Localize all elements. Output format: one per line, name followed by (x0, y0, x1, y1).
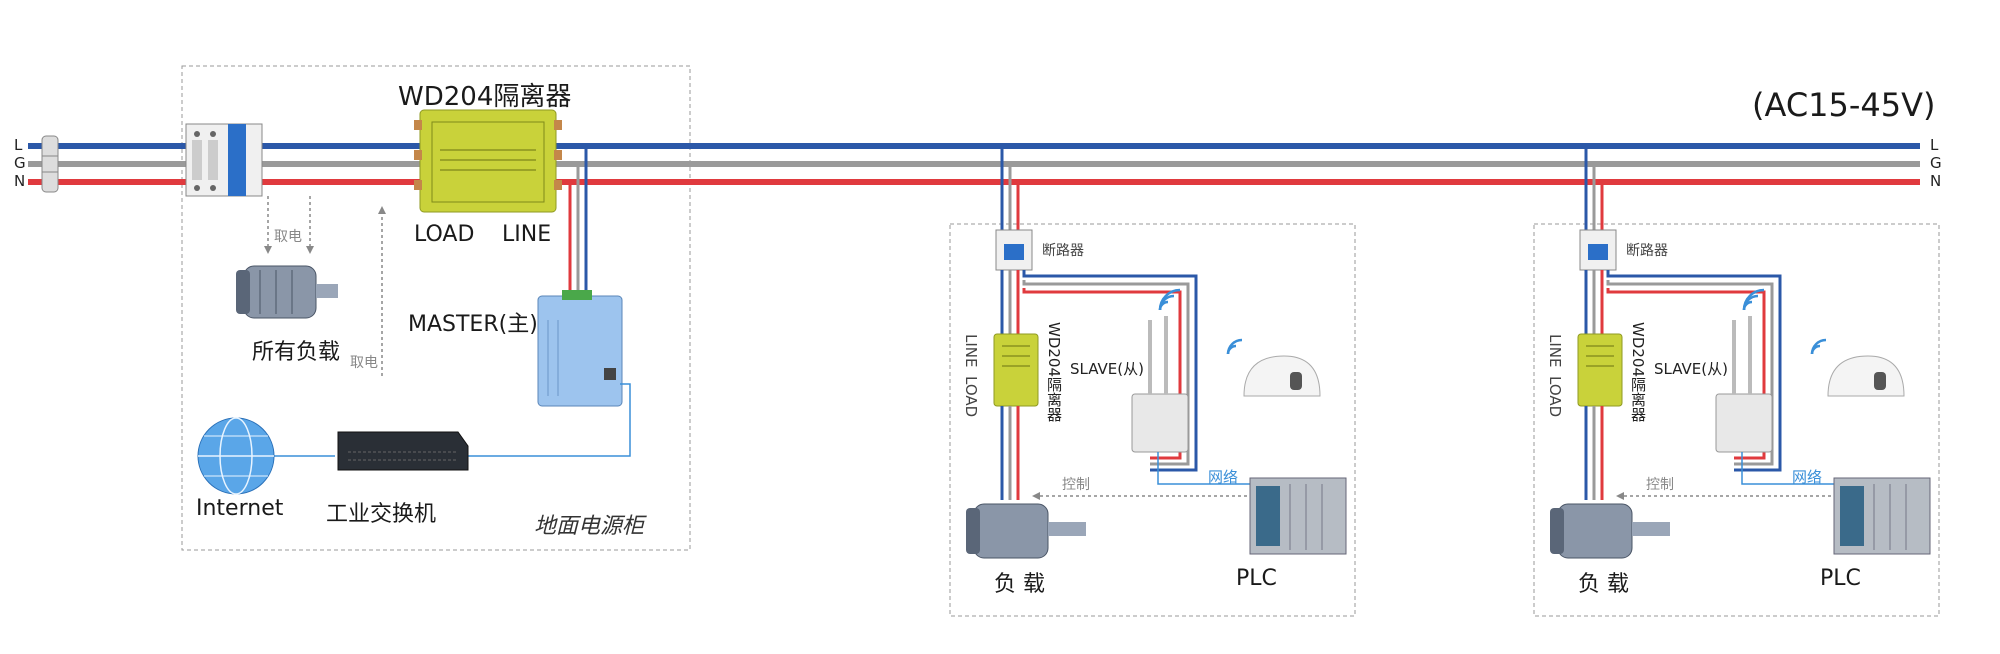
globe-icon (197, 417, 275, 495)
station-1-isolator-icon (993, 333, 1039, 407)
station-2-load-caption: 负 载 (1578, 572, 1629, 597)
station-2-control-label: 控制 (1646, 477, 1674, 493)
station-2-slave-device-icon (1715, 316, 1773, 453)
bus-label-l-left: L (14, 136, 23, 154)
station-1-helmet-wifi-icon (1226, 338, 1243, 355)
network-switch-icon (337, 431, 469, 471)
all-loads-label: 所有负载 (252, 340, 341, 365)
station-1-network-cable (1157, 452, 1252, 485)
station-2-helmet-icon (1827, 355, 1905, 397)
master-load-label: LOAD (414, 222, 475, 247)
station-1-line-label: LINE (962, 334, 980, 368)
station-1-slave-label: SLAVE(从) (1070, 360, 1144, 378)
station-1-slave-device-icon (1131, 316, 1189, 453)
station-2-breaker-icon (1579, 229, 1617, 271)
cabinet-name-label: 地面电源柜 (534, 514, 645, 539)
station-1-motor-icon (966, 503, 1086, 559)
bus-lines (28, 143, 1920, 185)
station-2-wifi-icon (1742, 288, 1765, 311)
station-1-control-label: 控制 (1062, 477, 1090, 493)
station-1-plc-icon (1249, 477, 1347, 555)
bus-label-n-right: N (1930, 172, 1942, 190)
master-isolator-title: WD204隔离器 (398, 82, 572, 112)
station-1-isolator-label: WD204隔离器 (1045, 322, 1063, 423)
station-2-line-label: LINE (1546, 334, 1564, 368)
station-1-load-caption: 负 载 (994, 572, 1045, 597)
master-device-icon (537, 290, 623, 407)
station-2-load-label: LOAD (1546, 376, 1564, 418)
bus-label-n-left: N (14, 172, 26, 190)
station-1-network-label: 网络 (1208, 468, 1239, 486)
motor-icon (236, 265, 338, 319)
station-2-network-cable (1741, 452, 1836, 485)
bus-label-l-right: L (1930, 136, 1939, 154)
station-2-control-arrow (1616, 492, 1836, 500)
station-2-helmet-wifi-icon (1810, 338, 1827, 355)
internet-label: Internet (196, 496, 284, 521)
station-1-plc-caption: PLC (1236, 566, 1277, 591)
switch-label: 工业交换机 (326, 502, 437, 527)
bus-label-g-right: G (1930, 154, 1942, 172)
power-cabinet-box (181, 65, 691, 551)
station-2-breaker-label: 断路器 (1626, 243, 1668, 259)
station-2 (1550, 146, 1931, 559)
station-2-isolator-label: WD204隔离器 (1629, 322, 1647, 423)
station-1-control-arrow (1032, 492, 1252, 500)
station-2-network-label: 网络 (1792, 468, 1823, 486)
master-line-label: LINE (502, 222, 552, 247)
circuit-breaker-icon (185, 123, 263, 197)
station-2-isolator-icon (1577, 333, 1623, 407)
take-power-arrows (267, 196, 383, 376)
bus-insulator-icon (41, 135, 59, 193)
station-2-plc-icon (1833, 477, 1931, 555)
station-2-motor-icon (1550, 503, 1670, 559)
station-1-helmet-icon (1243, 355, 1321, 397)
voltage-label: (AC15-45V) (1752, 86, 1936, 124)
station-2-slave-label: SLAVE(从) (1654, 360, 1728, 378)
station-2-plc-caption: PLC (1820, 566, 1861, 591)
take-power-label-2: 取电 (350, 355, 378, 371)
bus-label-g-left: G (14, 154, 26, 172)
station-1 (966, 146, 1347, 559)
master-label: MASTER(主) (408, 312, 538, 337)
station-1-breaker-label: 断路器 (1042, 243, 1084, 259)
isolator-icon (414, 109, 562, 213)
station-1-load-label: LOAD (962, 376, 980, 418)
station-1-breaker-icon (995, 229, 1033, 271)
station-1-wifi-icon (1158, 288, 1181, 311)
master-wires (568, 146, 588, 300)
network-cables (274, 383, 631, 457)
take-power-label: 取电 (274, 229, 302, 245)
